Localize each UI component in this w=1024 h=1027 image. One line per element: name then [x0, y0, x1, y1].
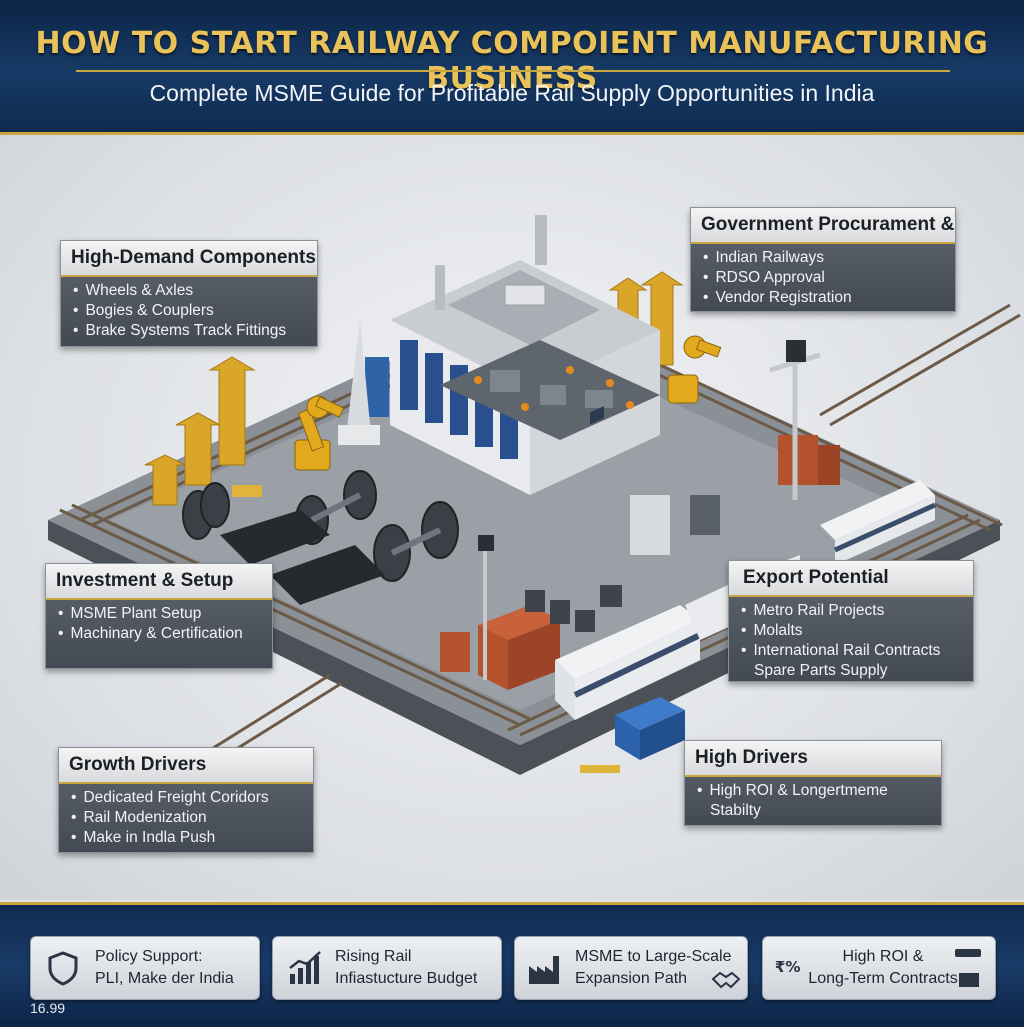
footer-banner: Policy Support: PLI, Make der India Risi… [0, 902, 1024, 1027]
price-label: 16.99 [30, 1000, 66, 1016]
list-item: Brake Systems Track Fittings [73, 321, 311, 341]
svg-text:₹%: ₹% [775, 958, 801, 976]
card-title: High-Demand Components [61, 241, 317, 277]
handshake-icon [711, 971, 741, 989]
growth-arrows-left [144, 356, 256, 506]
card-title: Growth Drivers [59, 748, 313, 784]
card-title: Export Potential [729, 561, 973, 597]
card-investment-setup: Investment & Setup MSME Plant Setup Mach… [45, 563, 273, 669]
footer-rail-budget: Rising Rail Infiastucture Budget [272, 936, 502, 1000]
list-item: Molalts [741, 621, 967, 641]
footer-high-roi: ₹% High ROI & Long-Term Contracts [762, 936, 996, 1000]
footer-expansion-line2: Expansion Path [575, 970, 688, 987]
robot-arm-right [667, 335, 722, 404]
factory-building [390, 215, 660, 495]
card-export-potential: Export Potential Metro Rail Projects Mol… [728, 560, 974, 682]
card-growth-drivers: Growth Drivers Dedicated Freight Coridor… [58, 747, 314, 853]
list-item: Dedicated Freight Coridors [71, 788, 307, 808]
factory-scene: High-Demand Components Wheels & Axles Bo… [0, 135, 1024, 900]
header-banner: HOW TO START RAILWAY COMPOIENT MANUFACTU… [0, 0, 1024, 135]
card-title: Government Procurament & [691, 208, 955, 244]
robot-arm-left [294, 395, 345, 471]
footer-budget-line2: Infiastucture Budget [335, 970, 478, 987]
bogie-frames [220, 510, 385, 605]
title-underline [76, 70, 950, 72]
wheelsets [182, 470, 459, 582]
card-government-procurement: Government Procurament & Indian Railways… [690, 207, 956, 312]
footer-budget-line1: Rising Rail [335, 948, 412, 965]
list-item: Indian Railways [703, 248, 949, 268]
shipping-containers [440, 435, 840, 760]
metro-train-front [555, 406, 702, 720]
card-high-drivers: High Drivers High ROI & Longertmeme Stab… [684, 740, 942, 826]
shield-icon [48, 951, 78, 986]
list-item-continuation: Stabilty [710, 802, 761, 819]
list-item: International Rail Contracts [741, 641, 967, 661]
footer-policy-line2: PLI, Make der India [95, 970, 234, 987]
footer-roi-line2: Long-Term Contracts [808, 970, 958, 987]
isometric-factory-illustration [48, 215, 1021, 785]
obelisk [345, 320, 372, 445]
list-item: Make in Indla Push [71, 828, 307, 848]
list-item: Rail Modenization [71, 808, 307, 828]
list-item: Vendor Registration [703, 288, 949, 308]
bar-chart-icon [289, 951, 321, 984]
card-high-demand-components: High-Demand Components Wheels & Axles Bo… [60, 240, 318, 347]
signal-pole-right [769, 352, 821, 500]
footer-expansion-line1: MSME to Large-Scale [575, 948, 732, 965]
currency-icon: ₹% [775, 958, 801, 976]
electrical-cabinet [365, 357, 389, 417]
card-title: Investment & Setup [46, 564, 272, 600]
page-subtitle: Complete MSME Guide for Profitable Rail … [149, 80, 875, 106]
footer-policy-support: Policy Support: PLI, Make der India [30, 936, 260, 1000]
footer-expansion-path: MSME to Large-Scale Expansion Path [514, 936, 748, 1000]
list-item: High ROI & Longertmeme [697, 781, 935, 801]
list-item: Metro Rail Projects [741, 601, 967, 621]
list-item: Wheels & Axles [73, 281, 311, 301]
footer-policy-line1: Policy Support: [95, 948, 203, 965]
list-item: Bogies & Couplers [73, 301, 311, 321]
footer-roi-line1: High ROI & [842, 948, 924, 965]
list-item: RDSO Approval [703, 268, 949, 288]
list-item: MSME Plant Setup [58, 604, 266, 624]
gold-pallets [232, 485, 620, 773]
page-title: HOW TO START RAILWAY COMPOIENT MANUFACTU… [35, 26, 989, 96]
factory-icon [529, 956, 559, 984]
list-item: Machinary & Certification [58, 624, 266, 644]
machine-cluster [525, 495, 720, 632]
train-icon [955, 949, 981, 987]
card-title: High Drivers [685, 741, 941, 777]
list-item-continuation: Spare Parts Supply [754, 662, 888, 679]
